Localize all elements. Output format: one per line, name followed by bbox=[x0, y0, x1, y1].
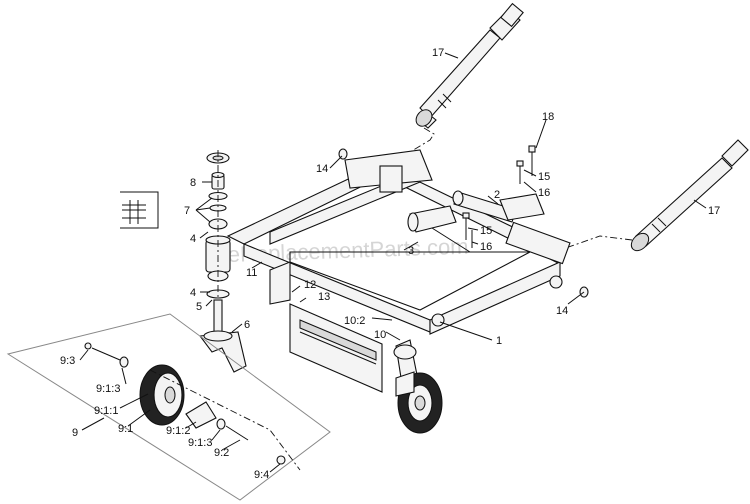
callout-15-mid: 15 bbox=[480, 225, 492, 237]
callout-15-top: 15 bbox=[538, 171, 550, 183]
callout-1: 1 bbox=[496, 335, 502, 347]
decal-plate bbox=[289, 303, 383, 393]
axle-assembly bbox=[407, 190, 545, 253]
cylinder-right bbox=[559, 139, 749, 252]
callout-9-4: 9:4 bbox=[254, 469, 269, 481]
callout-9-1-2: 9:1:2 bbox=[166, 425, 190, 437]
callout-16-top: 16 bbox=[538, 187, 550, 199]
callout-16-mid: 16 bbox=[480, 241, 492, 253]
main-frame bbox=[226, 149, 571, 385]
callout-5: 5 bbox=[196, 301, 202, 313]
callout-11: 11 bbox=[246, 267, 257, 279]
frame-castor-wheel bbox=[395, 371, 443, 434]
callout-labels: 17 18 14 15 16 2 17 8 7 4 3 15 16 11 12 … bbox=[60, 47, 720, 481]
castor-stack bbox=[205, 150, 231, 330]
callout-12: 12 bbox=[304, 279, 316, 291]
callout-9-2: 9:2 bbox=[214, 447, 229, 459]
washer-legend-glyph bbox=[120, 191, 159, 229]
cylinder-top bbox=[409, 2, 524, 153]
callout-17-top: 17 bbox=[432, 47, 444, 59]
callout-17-right: 17 bbox=[708, 205, 720, 217]
callout-18: 18 bbox=[542, 111, 554, 123]
callout-10: 10 bbox=[374, 329, 386, 341]
callout-7: 7 bbox=[184, 205, 190, 217]
callout-8: 8 bbox=[190, 177, 196, 189]
callout-3: 3 bbox=[408, 245, 414, 257]
callout-9-3: 9:3 bbox=[60, 355, 75, 367]
callout-9-1-3-right: 9:1:3 bbox=[188, 437, 212, 449]
callout-9: 9 bbox=[72, 427, 78, 439]
callout-9-1: 9:1 bbox=[118, 423, 133, 435]
callout-9-1-3-left: 9:1:3 bbox=[96, 383, 120, 395]
callout-14-right: 14 bbox=[556, 305, 568, 317]
callout-2: 2 bbox=[494, 189, 500, 201]
callout-9-1-1: 9:1:1 bbox=[94, 405, 118, 417]
callout-6: 6 bbox=[244, 319, 250, 331]
callout-13: 13 bbox=[318, 291, 330, 303]
wheel-assembly bbox=[6, 313, 331, 501]
callout-10-2: 10:2 bbox=[344, 315, 365, 327]
callout-14-top: 14 bbox=[316, 163, 328, 175]
castor-fork bbox=[198, 299, 247, 373]
callout-4-top: 4 bbox=[190, 233, 196, 245]
leader-lines bbox=[79, 52, 707, 473]
bolts bbox=[462, 145, 536, 248]
callout-4-bottom: 4 bbox=[190, 287, 196, 299]
